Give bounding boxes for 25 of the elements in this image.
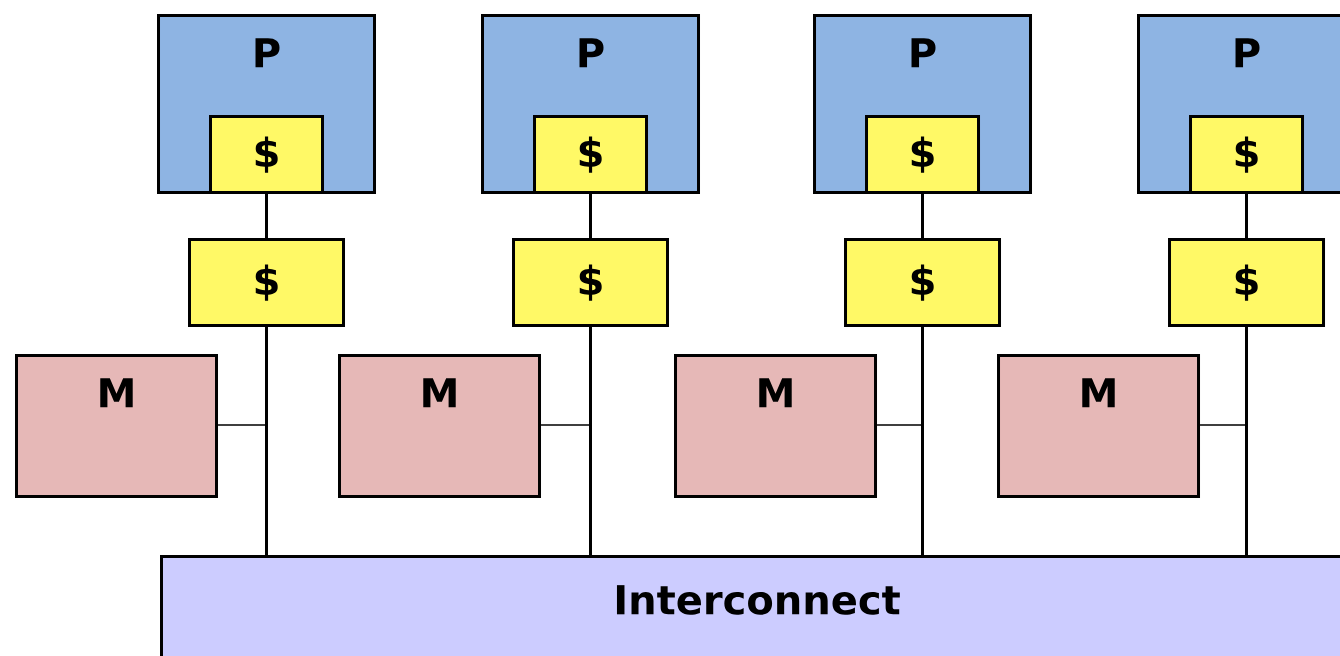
connector-line [1199,326,1248,426]
cache-box: $ [1189,115,1304,194]
connector-line [1245,194,1248,238]
connector-line [589,194,592,238]
connector-line [265,194,268,238]
cache-box: $ [188,238,345,327]
memory-box: M [997,354,1200,498]
cache-box: $ [844,238,1001,327]
cache-box: $ [512,238,669,327]
connector-line [265,327,268,555]
cache-box: $ [533,115,648,194]
connector-line [876,326,924,426]
memory-box: M [338,354,541,498]
connector-line [1245,327,1248,555]
connector-line [540,326,592,426]
memory-box: M [15,354,218,498]
connector-line [589,327,592,555]
cache-box: $ [1168,238,1325,327]
memory-box: M [674,354,877,498]
cache-box: $ [865,115,980,194]
connector-line [217,326,268,426]
connector-line [921,327,924,555]
connector-line [921,194,924,238]
interconnect-bar: Interconnect [160,555,1340,656]
cache-box: $ [209,115,324,194]
